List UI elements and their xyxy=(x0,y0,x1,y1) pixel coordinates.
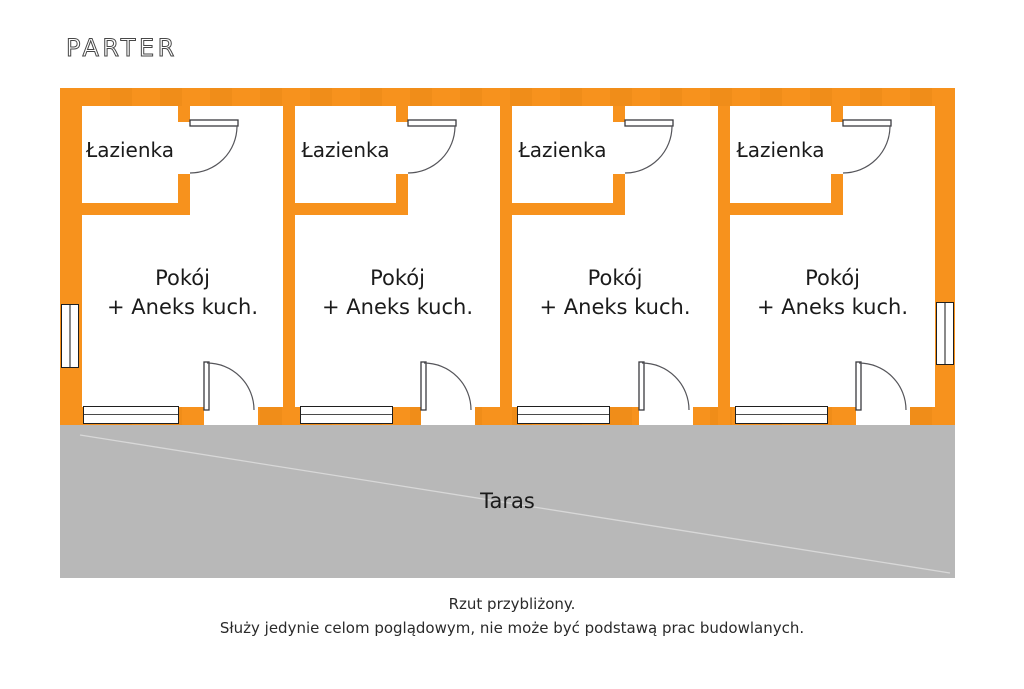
unit-4-bathroom-label: Łazienka xyxy=(736,138,825,162)
footnote-line1: Rzut przybliżony. xyxy=(448,595,576,613)
unit-1-bathroom-wall-bottom xyxy=(82,203,190,215)
unit-3-entry-door xyxy=(638,361,690,411)
unit-4-entry-door xyxy=(855,361,907,411)
wall-left xyxy=(60,88,82,425)
unit-3-room-label: Pokój + Aneks kuch. xyxy=(512,264,718,322)
unit-3-bathroom-wall-stub xyxy=(613,174,625,204)
unit-2-bathroom-label: Łazienka xyxy=(301,138,390,162)
unit-4-bathroom-wall-upper xyxy=(831,106,843,122)
side-window-right xyxy=(936,302,954,365)
unit-2-bathroom-wall-bottom xyxy=(295,203,408,215)
unit-1-bathroom-door xyxy=(189,119,239,174)
wall-divider-3 xyxy=(718,106,730,425)
unit-1-bathroom-wall-upper xyxy=(178,106,190,122)
unit-2-bathroom-wall-stub xyxy=(396,174,408,204)
terrace-label: Taras xyxy=(480,489,535,513)
unit-3-entry-opening xyxy=(639,407,693,425)
unit-1-entry-door xyxy=(203,361,255,411)
page-title: PARTER xyxy=(66,34,178,62)
unit-4-entry-opening xyxy=(856,407,910,425)
unit-2-room-label-line1: Pokój xyxy=(370,266,425,290)
wall-top xyxy=(60,88,955,106)
side-window-left xyxy=(61,304,79,368)
unit-1-entry-opening xyxy=(204,407,258,425)
unit-4-window xyxy=(735,406,828,424)
unit-4-room-label: Pokój + Aneks kuch. xyxy=(730,264,935,322)
unit-3-bathroom-label: Łazienka xyxy=(518,138,607,162)
unit-4-bathroom-wall-bottom xyxy=(730,203,843,215)
unit-1-room-label-line2: + Aneks kuch. xyxy=(107,295,258,319)
wall-divider-2 xyxy=(500,106,512,425)
title-block: PARTER xyxy=(66,34,178,63)
terrace-area: Taras xyxy=(60,425,955,578)
unit-4-bathroom-wall-stub xyxy=(831,174,843,204)
unit-2-room-label-line2: + Aneks kuch. xyxy=(322,295,473,319)
unit-4-room-label-line1: Pokój xyxy=(805,266,860,290)
wall-right xyxy=(935,88,955,425)
unit-4-bathroom-door xyxy=(842,119,892,174)
unit-3-bathroom-door xyxy=(624,119,674,174)
unit-1-bathroom-label: Łazienka xyxy=(85,138,175,162)
unit-3-bathroom-wall-bottom xyxy=(512,203,625,215)
unit-2-entry-door xyxy=(420,361,472,411)
unit-1-room-label: Pokój + Aneks kuch. xyxy=(82,264,283,322)
terrace-texture xyxy=(79,434,951,574)
unit-3-bathroom-wall-upper xyxy=(613,106,625,122)
unit-2-room-label: Pokój + Aneks kuch. xyxy=(295,264,500,322)
unit-3-room-label-line2: + Aneks kuch. xyxy=(539,295,691,319)
wall-divider-1 xyxy=(283,106,295,425)
unit-2-bathroom-wall-upper xyxy=(396,106,408,122)
unit-1-window xyxy=(83,406,179,424)
unit-2-entry-opening xyxy=(421,407,475,425)
unit-2-window xyxy=(300,406,393,424)
footnote-line2: Służy jedynie celom poglądowym, nie może… xyxy=(219,619,805,637)
unit-4-room-label-line2: + Aneks kuch. xyxy=(757,295,908,319)
unit-3-window xyxy=(517,406,610,424)
unit-2-bathroom-door xyxy=(407,119,457,174)
unit-1-room-label-line1: Pokój xyxy=(155,266,210,290)
unit-1-bathroom-wall-stub xyxy=(178,174,190,204)
unit-3-room-label-line1: Pokój xyxy=(587,266,643,290)
